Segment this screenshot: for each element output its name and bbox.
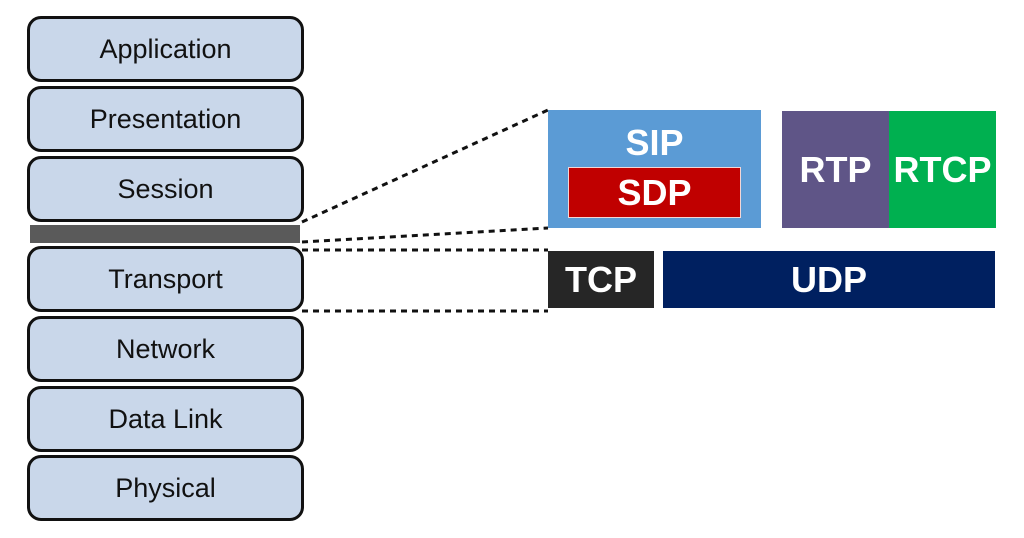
layer-separator [30,225,300,243]
rtp-block: RTP [782,111,889,228]
tcp-block: TCP [548,251,654,308]
layer-transport: Transport [27,246,304,312]
layer-application: Application [27,16,304,82]
layer-data-link: Data Link [27,386,304,452]
rtcp-block: RTCP [889,111,996,228]
udp-block: UDP [663,251,995,308]
layer-session: Session [27,156,304,222]
connector-upper-top [301,108,549,224]
rtp-label: RTP [799,148,872,190]
layer-network: Network [27,316,304,382]
rtcp-label: RTCP [893,148,992,190]
tcp-label: TCP [565,258,637,300]
udp-label: UDP [790,258,867,300]
sip-label: SIP [625,122,684,163]
sdp-label: SDP [617,171,692,213]
layer-physical: Physical [27,455,304,521]
connector-upper-bottom [301,226,549,244]
sdp-block: SDP [568,167,741,218]
layer-presentation: Presentation [27,86,304,152]
